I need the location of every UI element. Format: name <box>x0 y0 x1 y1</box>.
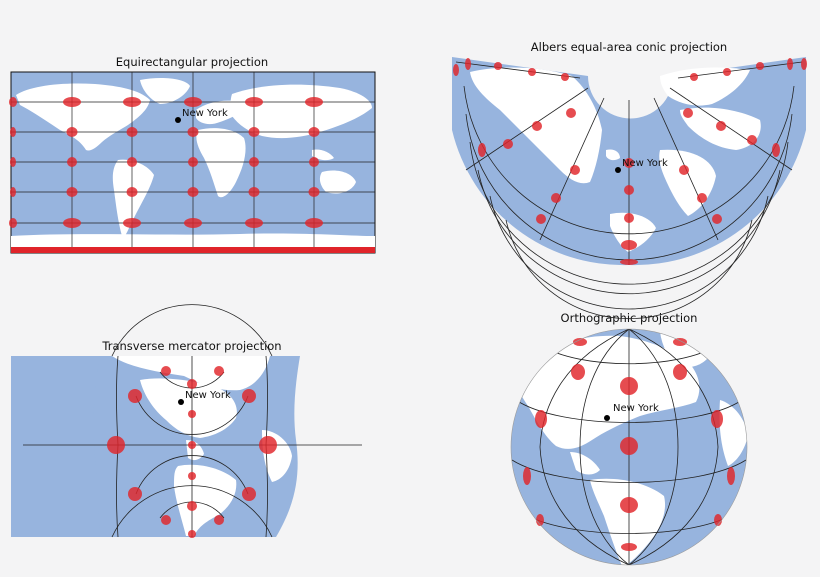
ortho-land <box>514 331 747 565</box>
ortho-city-label: New York <box>613 403 659 414</box>
equirectangular-city-marker <box>175 117 181 123</box>
tmerc-city-marker <box>178 399 184 405</box>
equirectangular-city-label: New York <box>182 108 228 119</box>
albers-city-label: New York <box>622 158 668 169</box>
equirectangular-tissot <box>9 97 375 253</box>
albers-city-marker <box>615 167 621 173</box>
equirectangular-land <box>11 78 375 253</box>
ortho-tissot <box>523 338 735 551</box>
tmerc-land <box>11 356 292 537</box>
transverse-mercator-title: Transverse mercator projection <box>102 339 282 353</box>
tmerc-city-label: New York <box>185 390 231 401</box>
equirectangular-title: Equirectangular projection <box>115 55 269 69</box>
ortho-city-marker <box>604 415 610 421</box>
tmerc-tissot <box>107 366 277 538</box>
albers-tissot <box>453 58 807 265</box>
ortho-globe-outline <box>510 328 748 566</box>
albers-title: Albers equal-area conic projection <box>530 40 728 54</box>
